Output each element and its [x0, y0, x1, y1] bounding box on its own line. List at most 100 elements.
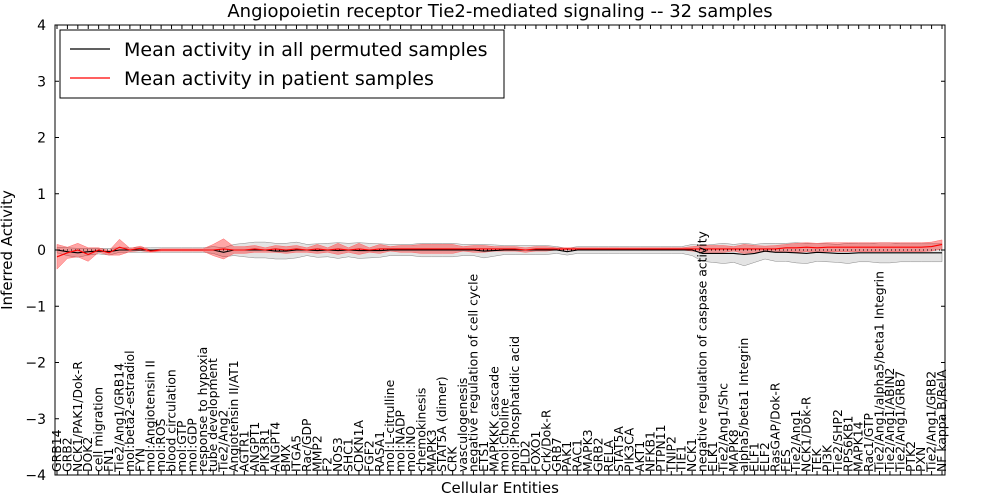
x-tick-label: FN1: [101, 448, 116, 472]
x-tick-label: MAPK14: [851, 421, 866, 472]
x-tick-label: MAPKKK cascade: [486, 366, 501, 472]
x-tick-label: GRB2: [59, 437, 74, 472]
x-tick-label: mol:GDP: [184, 418, 199, 472]
x-tick-label: mol:beta2-estradiol: [122, 350, 137, 472]
x-tick-label: RPS6KB1: [840, 416, 855, 472]
x-tick-label: chemokinesis: [413, 388, 428, 472]
x-tick-label: AKT1: [632, 441, 647, 472]
x-tick-label: PAK1: [559, 441, 574, 472]
x-tick-label: CDKN1A: [351, 420, 366, 472]
x-tick-label: TIE1: [674, 445, 689, 473]
x-tick-label: MAPK3: [424, 429, 439, 472]
x-tick-label: PIK3R1: [257, 428, 272, 472]
x-tick-label: Tie2/Ang2: [216, 410, 231, 473]
x-tick-label: GRB7: [549, 437, 564, 472]
x-tick-label: tube development: [205, 358, 220, 472]
y-tick-label: 4: [37, 18, 46, 34]
y-tick-label: −4: [25, 468, 46, 484]
legend-label-patient: Mean activity in patient samples: [124, 68, 434, 90]
x-tick-label: Rac/GDP: [299, 418, 314, 472]
x-tick-label: ELF1: [747, 442, 762, 472]
x-tick-label: FOXO1: [528, 431, 543, 472]
x-tick-label: NCK1/Dok-R: [799, 396, 814, 472]
x-tick-label: mol:ROS: [153, 418, 168, 472]
x-tick-label: mol:Phosphatidic acid: [507, 336, 522, 472]
x-tick-label: PTK2: [903, 441, 918, 472]
x-tick-label: Tie2/Ang1/GRB2: [924, 371, 939, 473]
y-tick-label: −3: [25, 412, 46, 428]
x-tick-label: MAPK3: [580, 429, 595, 472]
x-tick-label: Tie2/Ang1/alpha5/beta1 Integrin: [872, 271, 887, 473]
y-tick-label: −2: [25, 356, 46, 372]
x-tick-label: DOK2: [80, 437, 95, 472]
x-tick-label: FES: [778, 449, 793, 472]
x-tick-label: NOS3: [330, 437, 345, 472]
x-tick-label: mol:GTP: [174, 420, 189, 472]
x-tick-label: NCK1/PAK1/Dok-R: [70, 361, 85, 472]
x-tick-label: NFKB1: [643, 431, 658, 472]
x-tick-label: ETS1: [476, 441, 491, 472]
x-tick-label: TEK: [809, 448, 824, 473]
y-tick-label: 2: [37, 131, 46, 147]
x-tick-label: TNIP2: [663, 436, 678, 473]
x-tick-label: RASA1: [372, 431, 387, 472]
x-tick-label: GRB14: [49, 429, 64, 472]
y-tick-label: 0: [37, 243, 46, 259]
chart-title: Angiopoietin receptor Tie2-mediated sign…: [227, 1, 772, 22]
x-tick-label: blood circulation: [164, 369, 179, 472]
x-tick-label: Tie2/Ang1: [788, 410, 803, 473]
x-tick-label: cell migration: [91, 387, 106, 472]
x-tick-label: RasGAP/Dok-R: [767, 382, 782, 472]
y-tick-label: −1: [25, 299, 46, 315]
x-tick-label: Tie2/Ang1/GRB14: [112, 363, 127, 473]
x-tick-label: RELA: [601, 439, 616, 472]
series-line-1: [56, 243, 943, 258]
x-tick-label: NF kappa B/RelA: [934, 369, 949, 472]
x-tick-label: STAT5A: [611, 426, 626, 472]
x-tick-label: Angiotensin II/AT1: [226, 360, 241, 472]
x-tick-label: NCK1: [684, 438, 699, 472]
x-tick-label: ELF2: [757, 442, 772, 472]
y-tick-label: 3: [37, 74, 46, 90]
x-tick-label: PTPN11: [653, 424, 668, 472]
x-tick-label: ITGA5: [289, 435, 304, 472]
y-axis-label: Inferred Activity: [0, 190, 16, 310]
x-tick-label: PIK3CA: [622, 427, 637, 472]
x-tick-label: ELK1: [705, 441, 720, 472]
x-tick-label: Tie2/Ang1/Shc: [715, 383, 730, 473]
x-tick-label: RAC1: [570, 439, 585, 472]
x-tick-label: FYN: [132, 448, 147, 472]
x-tick-label: ANGPT4: [268, 422, 283, 472]
x-tick-label: FGF2: [361, 440, 376, 472]
x-tick-label: BMX: [278, 444, 293, 472]
legend-frame: [59, 29, 505, 99]
x-tick-label: F2: [320, 457, 335, 472]
x-tick-label: mol:NADP: [393, 409, 408, 472]
x-tick-label: mol:L-citrulline: [382, 380, 397, 472]
x-tick-label: MMP2: [309, 435, 324, 472]
x-tick-label: response to hypoxia: [195, 347, 210, 472]
x-tick-label: Rac1/GTP: [861, 412, 876, 472]
series-band-1: [56, 238, 943, 270]
x-tick-label: mol:Choline: [497, 398, 512, 472]
x-tick-label: vasculogenesis: [455, 378, 470, 472]
x-tick-label: AGTR1: [236, 431, 251, 472]
x-tick-label: Crk/Dok-R: [538, 409, 553, 472]
x-tick-label: Tie2/SHP2: [830, 409, 845, 473]
x-tick-label: SHC1: [341, 438, 356, 472]
y-tick-label: 1: [37, 187, 46, 203]
x-tick-label: STAT5A (dimer): [434, 376, 449, 472]
x-tick-label: CRK: [445, 446, 460, 472]
x-tick-label: mol:Angiotensin II: [143, 360, 158, 472]
x-tick-label: Tie2/Ang1/GRB7: [892, 371, 907, 473]
x-tick-label: MAPK8: [726, 429, 741, 472]
x-tick-label: Tie2/Ang1/ABIN2: [882, 368, 897, 473]
x-tick-label: PI3K: [820, 444, 835, 472]
x-tick-label: mol:NO: [403, 425, 418, 472]
x-tick-label: GRB2: [590, 437, 605, 472]
x-tick-label: alpha5/beta1 Integrin: [736, 338, 751, 472]
x-tick-label: PXN: [913, 447, 928, 472]
x-tick-label: negative regulation of caspase activity: [695, 231, 710, 472]
series-band-0: [56, 241, 943, 267]
